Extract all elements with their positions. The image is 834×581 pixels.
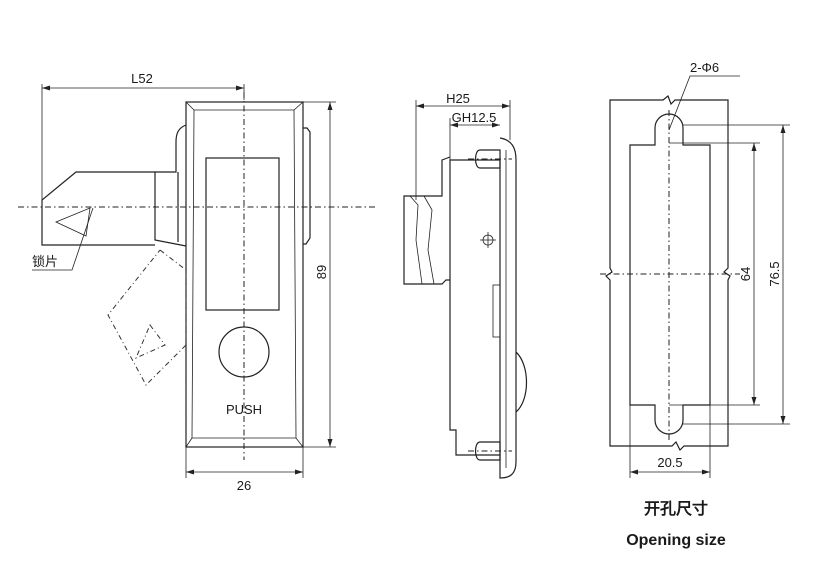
dim-h: H25 [446, 91, 470, 106]
dim-width: 26 [237, 478, 251, 493]
push-button [218, 326, 270, 378]
hole-leader [668, 75, 740, 131]
dim-inner-height: 64 [738, 267, 753, 281]
hole-label: 2-Φ6 [690, 60, 719, 75]
front-inner-frame [191, 109, 297, 439]
bottom-boss [474, 441, 501, 461]
side-body [449, 159, 501, 456]
lock-arm [154, 124, 187, 247]
side-view: H25 GH12.5 [403, 91, 527, 479]
rotated-triangle-phantom [135, 324, 166, 359]
dim-cutout-width: 20.5 [657, 455, 682, 470]
top-boss [474, 149, 501, 169]
front-body-outline [185, 101, 304, 448]
cutout-view: 2-Φ6 64 76.5 20.5 开孔尺寸 Opening size [600, 60, 790, 549]
dim-gh: GH12.5 [452, 110, 497, 125]
lock-tongue-label: 锁片 [32, 254, 58, 269]
push-label: PUSH [226, 402, 262, 417]
lock-tongue [41, 171, 155, 246]
panel-plate [605, 95, 731, 452]
side-slot [492, 284, 501, 338]
rotated-tongue-phantom [107, 249, 187, 386]
dim-height: 89 [314, 265, 329, 279]
lock-tongue-leader [32, 207, 94, 271]
right-flange [303, 127, 311, 245]
side-tongue [403, 156, 451, 285]
side-button [515, 351, 527, 413]
side-bezel [499, 137, 517, 479]
caption-english: Opening size [626, 532, 726, 549]
front-view: PUSH 锁片 L52 89 26 [18, 71, 375, 493]
dim-outer-height: 76.5 [767, 261, 782, 286]
handle-window [205, 157, 280, 311]
dim-length: L52 [131, 71, 153, 86]
caption-chinese: 开孔尺寸 [644, 499, 708, 518]
